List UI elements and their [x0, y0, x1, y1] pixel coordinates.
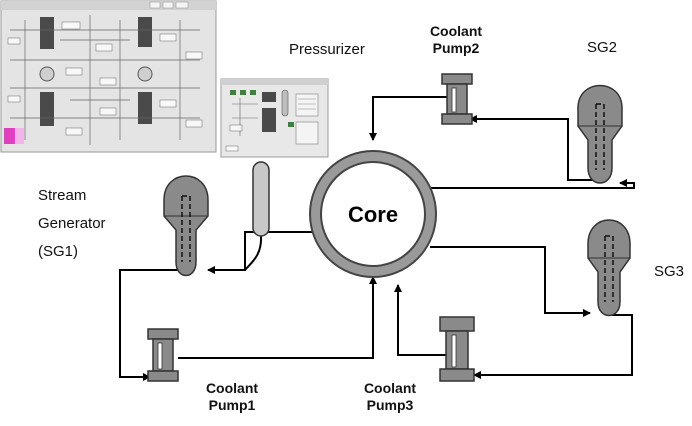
coolant-pump2-label-line2: Pump2 — [432, 40, 480, 56]
steam-generator-sg1 — [163, 175, 209, 277]
core-label: Core — [348, 202, 398, 227]
piping — [119, 96, 635, 381]
sg1-label: Stream Generator (SG1) — [38, 182, 106, 266]
sg1-label-line2: Generator — [38, 215, 106, 232]
pressurizer-vessel — [252, 161, 270, 237]
core: Core — [309, 150, 437, 278]
coolant-pump1-label-line1: Coolant — [205, 380, 259, 396]
sg1-label-line3: (SG1) — [38, 243, 79, 260]
coolant-pump2-label: Coolant Pump2 — [416, 23, 496, 57]
coolant-pump-3 — [439, 316, 475, 382]
simulator-screenshot-pressurizer — [220, 78, 329, 158]
coolant-pump2-label-line1: Coolant — [429, 23, 483, 39]
simulator-screenshot-main — [0, 0, 217, 153]
coolant-pump-1 — [147, 328, 179, 382]
core-inner — [320, 161, 426, 267]
pressurizer-label: Pressurizer — [289, 41, 365, 58]
sg2-label: SG2 — [587, 39, 618, 56]
sg1-label-line1: Stream — [38, 187, 87, 204]
coolant-pump3-label: Coolant Pump3 — [348, 380, 432, 414]
coolant-pump3-label-line1: Coolant — [363, 380, 417, 396]
coolant-pump3-label-line2: Pump3 — [366, 397, 414, 413]
coolant-pump-2 — [441, 73, 473, 125]
coolant-pump1-label-line2: Pump1 — [208, 397, 256, 413]
sg3-label: SG3 — [654, 263, 685, 280]
steam-generator-sg3 — [587, 219, 631, 317]
coolant-pump1-label: Coolant Pump1 — [190, 380, 274, 414]
steam-generator-sg2 — [577, 84, 623, 184]
